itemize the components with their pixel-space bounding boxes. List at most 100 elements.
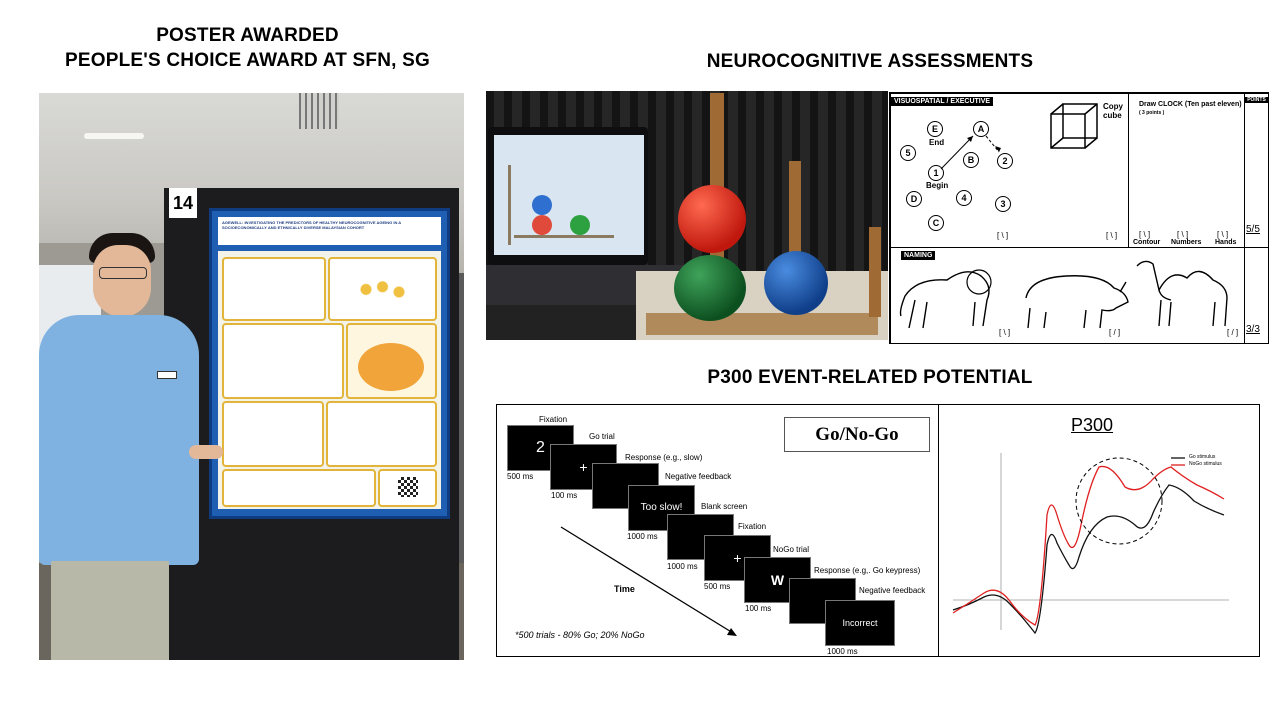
poster-body (218, 251, 441, 509)
poster-section-references (222, 469, 376, 507)
nogo-fixation: + (733, 550, 742, 566)
step-label-1: Fixation (539, 415, 568, 424)
clock-panel: Draw CLOCK (Ten past eleven) ( 3 points … (1128, 93, 1246, 249)
poster: AGEWELL: INVESTIGATING THE PREDICTORS OF… (209, 208, 450, 519)
step-label-5: Blank screen (701, 502, 748, 511)
legend-go: Go stimulus (1189, 454, 1216, 460)
erp-chart (952, 453, 1229, 635)
trail-node-2: 2 (997, 153, 1013, 169)
poster-qr (378, 469, 437, 507)
interventions-graphic (358, 343, 424, 391)
time-label: Time (614, 584, 635, 594)
screen-rod (508, 165, 511, 245)
naming-score: 3/3 (1246, 324, 1260, 335)
ceiling-light (84, 133, 144, 139)
step-label-3: Response (e.g., slow) (625, 453, 703, 462)
visuo-score: 5/5 (1246, 224, 1260, 235)
heading-line-2: PEOPLE'S CHOICE AWARD AT SFN, SG (65, 50, 430, 71)
trail-node-3: 3 (995, 196, 1011, 212)
erp-panel: P300 Go stimulus NoGo stimulus (938, 404, 1260, 657)
step-label-2: Go trial (589, 432, 615, 441)
board-number: 14 (172, 193, 194, 213)
hands-label: Hands (1215, 239, 1237, 246)
erp-nogo-waveform (952, 465, 1225, 626)
step-label-7: NoGo trial (773, 545, 810, 554)
ball-red (678, 185, 746, 253)
person-glasses (99, 267, 147, 279)
poster-section-preliminary (222, 401, 324, 467)
lion-mark: [ \ ] (999, 328, 1011, 337)
clock-label: Draw CLOCK (Ten past eleven) (1139, 101, 1242, 108)
heading-line-1: POSTER AWARDED (156, 25, 339, 46)
laptop-screen (488, 127, 648, 265)
contour-mark: [ \ ] (1139, 230, 1151, 239)
step-label-9: Negative feedback (859, 586, 926, 595)
poster-section-interventions (346, 323, 437, 399)
poster-title-bar: AGEWELL: INVESTIGATING THE PREDICTORS OF… (218, 217, 441, 245)
step-label-8: Response (e.g,. Go keypress) (814, 566, 921, 575)
tower-task-photo (486, 91, 888, 340)
person-shirt (39, 315, 199, 565)
go-trial-stimulus: + (579, 459, 588, 475)
trail-node-1: 1 (928, 165, 944, 181)
person-trousers (51, 561, 169, 660)
rod-3 (869, 227, 881, 317)
poster-section-baseline (222, 323, 344, 399)
erp-go-waveform (952, 484, 1225, 635)
step-screen-9: Incorrect (825, 600, 895, 646)
cube-drawing (1050, 103, 1098, 149)
lion-drawing (899, 269, 992, 329)
screen-base (514, 235, 614, 238)
step-duration-7: 100 ms (745, 604, 772, 613)
trail-node-5: 5 (900, 145, 916, 161)
poster-photo: 14 AGEWELL: INVESTIGATING THE PREDICTORS… (39, 93, 464, 660)
legend-nogo: NoGo stimulus (1189, 461, 1222, 467)
person-face (93, 245, 151, 317)
gonogo-title-box: Go/No-Go (784, 417, 930, 452)
nogo-stimulus: W (770, 572, 785, 588)
trail-node-4: 4 (956, 190, 972, 206)
step-duration-5: 1000 ms (667, 562, 698, 571)
moca-sheet: VISUOSPATIAL / EXECUTIVE E End A 5 1 Beg… (889, 92, 1269, 344)
camel-mark: [ / ] (1227, 328, 1239, 337)
trail-node-a: A (973, 121, 989, 137)
too-slow-feedback: Too slow! (640, 502, 683, 513)
visuospatial-panel: VISUOSPATIAL / EXECUTIVE E End A 5 1 Beg… (890, 93, 1130, 249)
step-duration-9: 1000 ms (827, 647, 858, 656)
screen-ball-green (570, 215, 590, 235)
p300-highlight-circle (1075, 457, 1163, 545)
end-label: End (929, 138, 945, 147)
gonogo-panel: Go/No-Go Fixation 2 500 ms Go trial + 10… (496, 404, 940, 657)
numbers-mark: [ \ ] (1177, 230, 1189, 239)
erp-title: P300 (1071, 415, 1114, 435)
camel-drawing (1136, 260, 1228, 327)
cube-mark: [ \ ] (1106, 231, 1118, 240)
time-arrow (560, 526, 737, 636)
wooden-base (646, 313, 878, 335)
fixation-digit: 2 (536, 439, 545, 456)
hands-mark: [ \ ] (1217, 230, 1229, 239)
step-duration-4: 1000 ms (627, 532, 658, 541)
poster-award-heading: POSTER AWARDED PEOPLE'S CHOICE AWARD AT … (20, 23, 475, 73)
ceiling-vent (299, 93, 339, 129)
step-duration-6: 500 ms (704, 582, 731, 591)
step-label-4: Negative feedback (665, 472, 732, 481)
trail-node-e: E (927, 121, 943, 137)
visuospatial-label: VISUOSPATIAL / EXECUTIVE (891, 97, 994, 106)
person (39, 223, 223, 660)
begin-label: Begin (926, 181, 949, 190)
screen-ball-red (532, 215, 552, 235)
rhino-mark: [ / ] (1109, 328, 1121, 337)
rhino-drawing (1025, 275, 1129, 329)
naming-label: NAMING (901, 251, 936, 260)
poster-section-cohort (328, 257, 437, 321)
person-hand (189, 445, 223, 459)
gonogo-title: Go/No-Go (815, 424, 899, 445)
poster-section-future (326, 401, 437, 467)
trail-node-c: C (928, 215, 944, 231)
name-badge (157, 371, 177, 379)
copy-cube-label: Copy cube (1103, 102, 1123, 120)
trail-mark: [ \ ] (997, 231, 1009, 240)
poster-title: AGEWELL: INVESTIGATING THE PREDICTORS OF… (222, 220, 402, 230)
numbers-label: Numbers (1171, 239, 1202, 246)
